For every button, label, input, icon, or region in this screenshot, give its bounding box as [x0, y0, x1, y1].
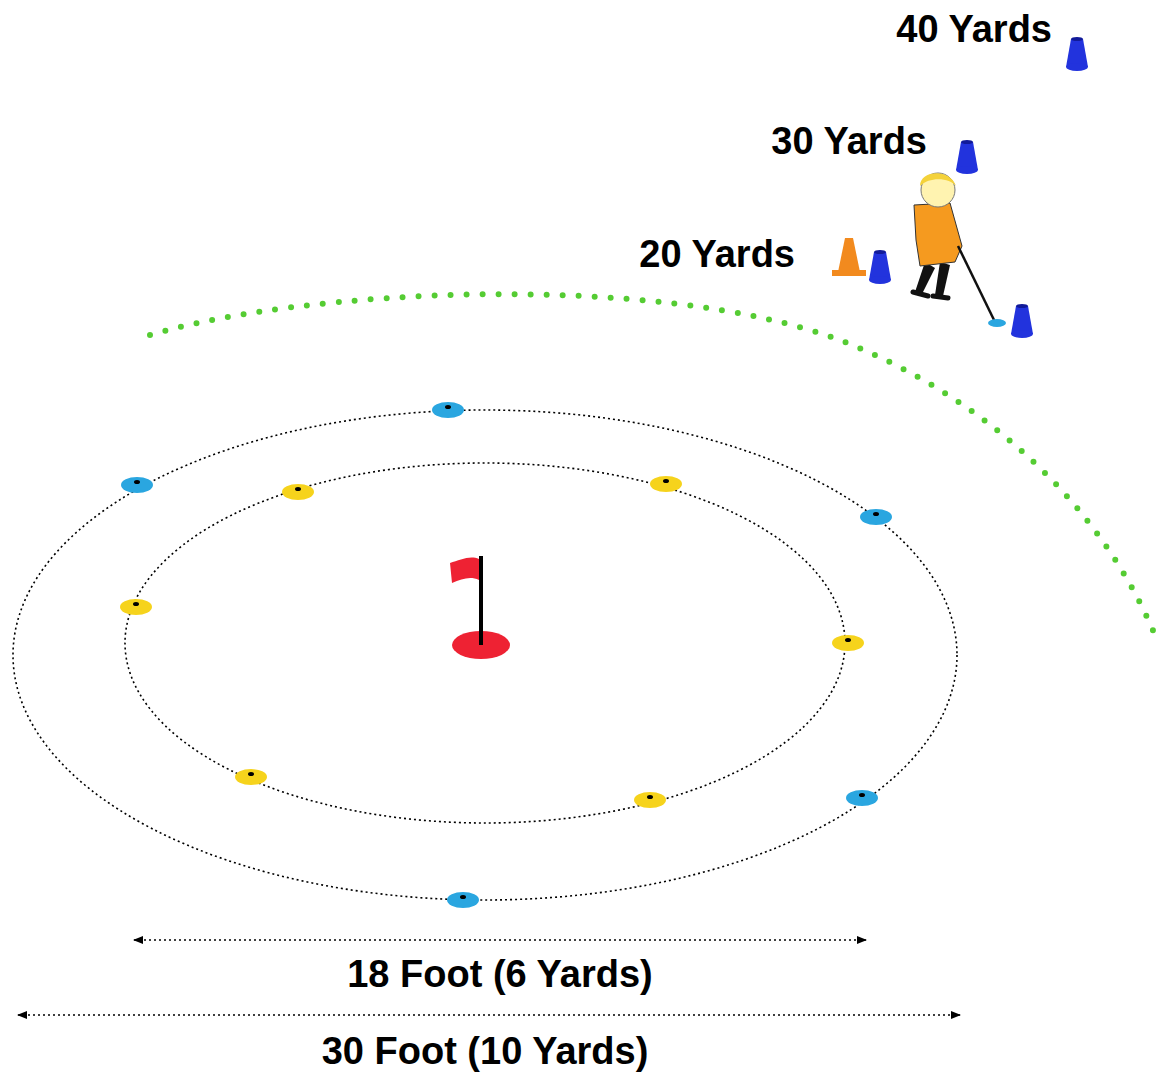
dimension-line	[18, 1014, 960, 1016]
flag-pole	[479, 556, 483, 645]
distance-label: 20 Yards	[639, 234, 795, 276]
distance-label: 40 Yards	[896, 9, 1052, 51]
golfer	[913, 173, 1006, 327]
shot-trajectory	[150, 294, 1157, 640]
dimension-label: 30 Foot (10 Yards)	[322, 1031, 649, 1073]
dimension-line	[134, 939, 866, 941]
inner-ring	[125, 463, 845, 823]
orange-cone	[832, 238, 866, 276]
flag	[450, 558, 479, 583]
distance-label: 30 Yards	[771, 121, 927, 163]
outer-ring	[13, 410, 957, 900]
dimension-label: 18 Foot (6 Yards)	[347, 954, 653, 996]
